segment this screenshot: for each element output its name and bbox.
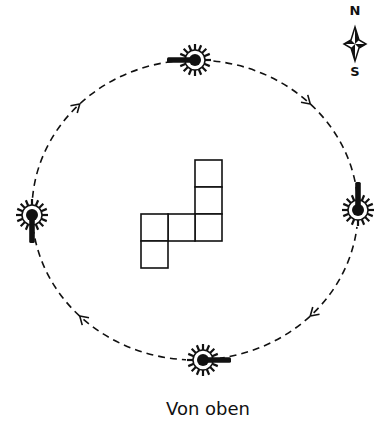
compass-star-shade (344, 27, 366, 61)
direction-arrow (307, 307, 320, 320)
cannon-figure (15, 198, 49, 243)
compass-letter: S (350, 65, 359, 78)
cannon-figure (341, 182, 375, 227)
block-figure (141, 160, 222, 268)
compass-star (344, 27, 366, 61)
cannon-figure (186, 343, 231, 377)
direction-arrow (70, 100, 83, 113)
dashed-path (32, 60, 358, 360)
cannon-figure (167, 43, 212, 77)
direction-arrow (76, 312, 89, 325)
caption: Von oben (166, 400, 250, 418)
compass-letter: N (350, 4, 361, 17)
direction-arrow (301, 95, 314, 108)
